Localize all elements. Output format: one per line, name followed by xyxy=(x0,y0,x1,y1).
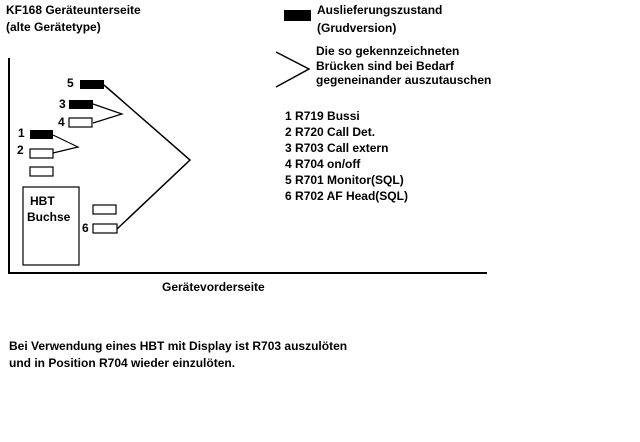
pad-1-filled xyxy=(30,130,53,139)
position-label: R702 AF Head(SQL) xyxy=(295,189,408,203)
position-num: 1 xyxy=(285,109,292,123)
position-num: 3 xyxy=(285,141,292,155)
pad-unlabeled-right xyxy=(92,204,117,215)
legend-filled-label-2: (Grudversion) xyxy=(317,21,397,35)
legend-bracket-symbol xyxy=(275,51,311,88)
bracket-3-4 xyxy=(92,103,124,124)
legend-bracket-label-1: Die so gekennzeichneten xyxy=(316,44,460,58)
pad-label-2: 2 xyxy=(17,143,24,157)
pad-4-open xyxy=(68,117,93,128)
title-line-2: (alte Gerätetype) xyxy=(6,20,101,34)
position-num: 6 xyxy=(285,189,292,203)
position-label: R704 on/off xyxy=(295,157,361,171)
pad-label-5: 5 xyxy=(67,76,74,90)
board-front-label: Gerätevorderseite xyxy=(162,280,265,294)
pad-5-filled xyxy=(80,80,104,89)
pad-label-1: 1 xyxy=(18,126,25,140)
position-num: 2 xyxy=(285,125,292,139)
position-item-1: 1 R719 Bussi xyxy=(285,108,360,124)
position-label: R703 Call extern xyxy=(295,141,389,155)
pad-unlabeled-left xyxy=(29,166,54,177)
position-item-3: 3 R703 Call extern xyxy=(285,140,388,156)
pad-label-4: 4 xyxy=(58,115,65,129)
note-line-2: und in Position R704 wieder einzulöten. xyxy=(9,356,236,370)
legend-bracket-label-2: Brücken sind bei Bedarf xyxy=(316,59,455,73)
hbt-label-1: HBT xyxy=(30,194,55,208)
pad-label-3: 3 xyxy=(59,97,66,111)
position-item-6: 6 R702 AF Head(SQL) xyxy=(285,188,408,204)
position-label: R719 Bussi xyxy=(295,109,360,123)
hbt-label-2: Buchse xyxy=(27,210,71,224)
hbt-socket-box xyxy=(22,186,80,266)
pad-2-open xyxy=(29,148,54,159)
position-item-5: 5 R701 Monitor(SQL) xyxy=(285,172,404,188)
position-item-2: 2 R720 Call Det. xyxy=(285,124,375,140)
pad-label-6: 6 xyxy=(82,221,89,235)
note-line-1: Bei Verwendung eines HBT mit Display ist… xyxy=(9,339,348,353)
bracket-1-2 xyxy=(52,134,80,154)
position-num: 5 xyxy=(285,173,292,187)
pad-6-open xyxy=(92,223,118,234)
legend-filled-label-1: Auslieferungszustand xyxy=(317,3,443,17)
position-num: 4 xyxy=(285,157,292,171)
legend-filled-symbol xyxy=(284,10,311,21)
title-line-1: KF168 Geräteunterseite xyxy=(6,3,141,17)
legend-bracket-label-3: gegeneinander auszutauschen xyxy=(316,73,492,87)
position-item-4: 4 R704 on/off xyxy=(285,156,360,172)
position-label: R701 Monitor(SQL) xyxy=(295,173,404,187)
pad-3-filled xyxy=(69,100,93,109)
position-label: R720 Call Det. xyxy=(295,125,376,139)
bracket-5-6 xyxy=(103,84,192,230)
